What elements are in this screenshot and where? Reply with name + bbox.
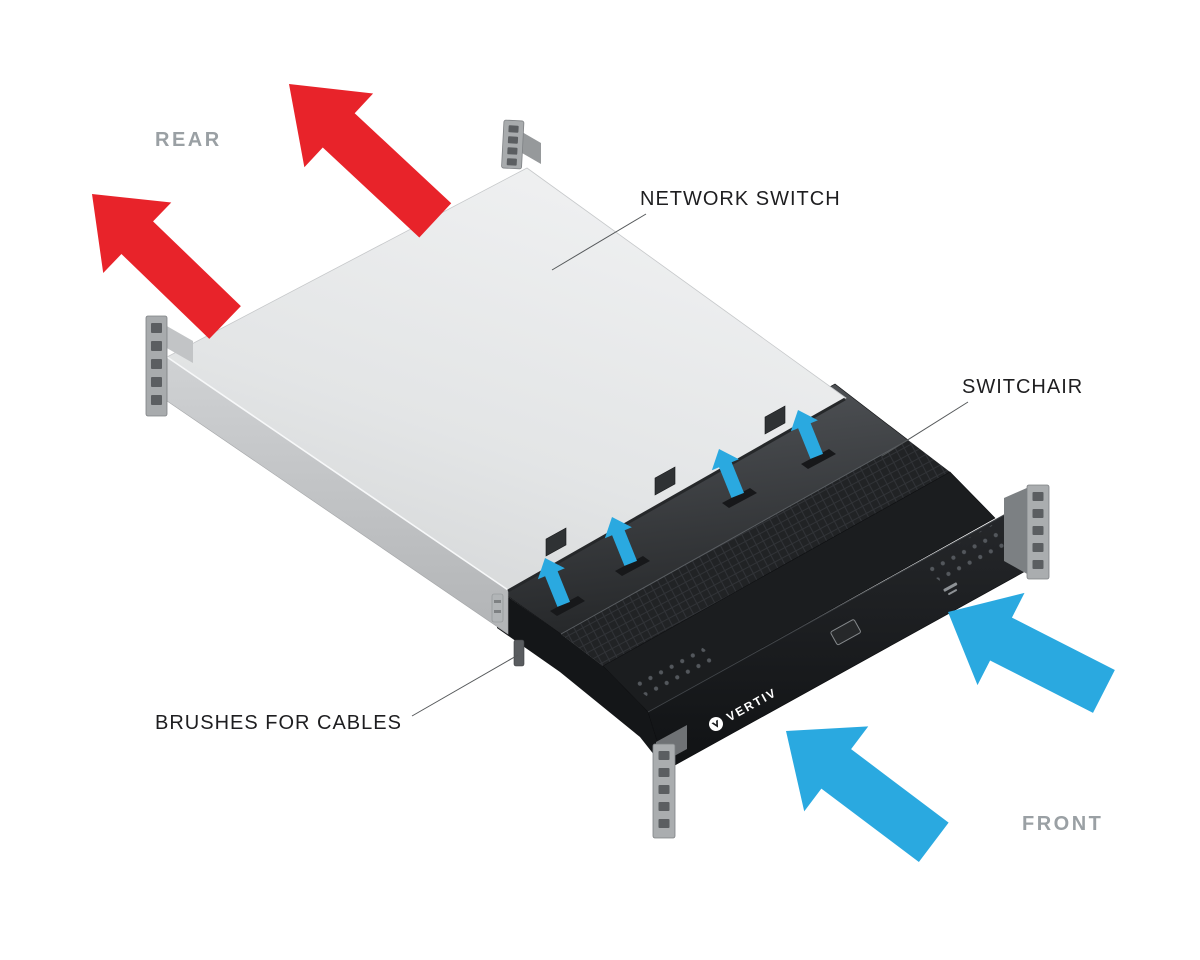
rack-bracket-right [1004, 484, 1050, 580]
vertiv-logo-mark [709, 717, 723, 731]
label-brushes-for-cables: BRUSHES FOR CABLES [155, 712, 402, 734]
label-network-switch: NETWORK SWITCH [640, 188, 841, 210]
front-intake-arrow [753, 688, 966, 885]
leader-line-network-switch [551, 213, 647, 271]
mounting-tabs [545, 405, 786, 557]
rack-bracket-left [145, 315, 193, 417]
cable-brush-holder [513, 639, 525, 667]
panel-marks [943, 582, 958, 596]
leader-line-switchair [881, 401, 969, 457]
gap-shadow-line [507, 397, 846, 593]
callouts: REAR NETWORK SWITCH SWITCHAIR BRUSHES FO… [155, 129, 1103, 835]
junction-details [491, 397, 846, 667]
perforation-right [920, 525, 1013, 582]
label-front: FRONT [1022, 813, 1103, 835]
switch-front-edge-highlight [166, 356, 509, 591]
rack-bracket-top [501, 119, 541, 170]
bracket-wing [522, 132, 541, 164]
vent-slots [550, 449, 836, 616]
bracket-wing [1004, 487, 1029, 575]
label-switchair: SWITCHAIR [962, 376, 1083, 398]
perforation-left [630, 646, 722, 700]
hinge-slot [494, 610, 501, 613]
bracket-wing [165, 325, 193, 363]
mesh-top-edge [560, 439, 909, 635]
switchair-mesh-texture [561, 440, 950, 666]
bar-top-edge [647, 504, 1023, 713]
rack-bracket-bottom [652, 725, 687, 839]
leader-line-brushes [411, 654, 519, 717]
switchair-left-end-face [497, 589, 666, 770]
label-rear: REAR [155, 129, 222, 151]
panel-badge [830, 619, 861, 646]
hinge-piece [491, 593, 504, 623]
hinge-slot [494, 600, 501, 603]
switchair-unit: VERTIV [484, 383, 1041, 771]
